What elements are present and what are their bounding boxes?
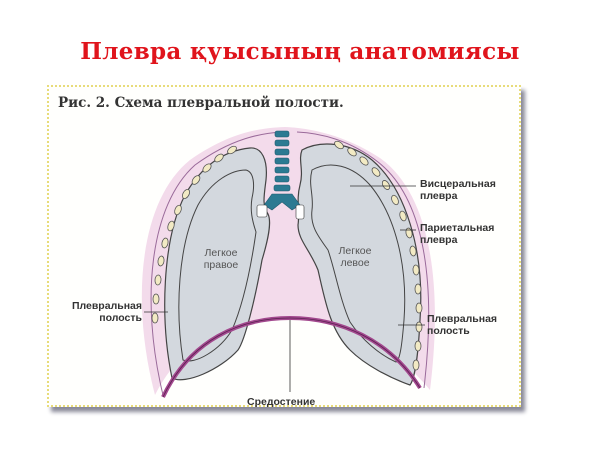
figure-caption: Рис. 2. Схема плевральной полости. — [58, 95, 344, 111]
label-pleural-cavity-left: Плевральная полость — [71, 300, 142, 324]
ribs-right — [334, 140, 423, 371]
leader-lines — [144, 185, 425, 392]
ribs-left — [151, 145, 237, 324]
label-visceral-pleura: Висцеральная плевра — [420, 178, 496, 202]
label-parietal-pleura: Париетальная плевра — [420, 222, 495, 246]
label-mediastinum: Средостение — [247, 396, 316, 408]
label-pleural-cavity-right: Плевральная полость — [427, 313, 498, 337]
slide-title: Плевра қуысының анатомиясы — [80, 38, 520, 65]
trachea — [256, 130, 305, 220]
label-left-lung: Легкое левое — [338, 245, 372, 269]
label-right-lung: Легкое правое — [203, 247, 239, 271]
